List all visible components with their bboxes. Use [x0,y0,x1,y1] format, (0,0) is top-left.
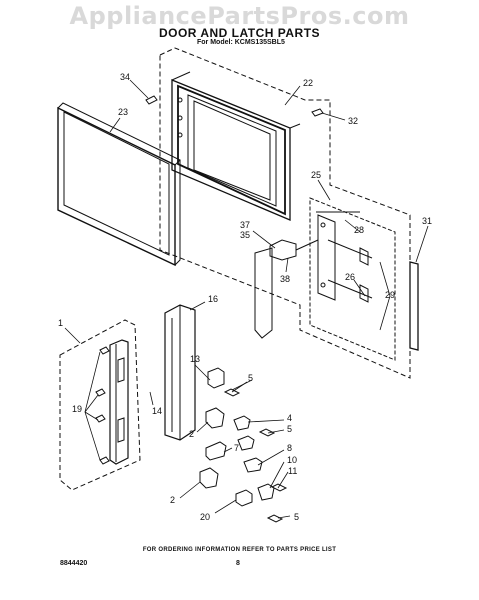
callout-26: 26 [345,272,355,282]
callout-1: 1 [58,318,63,328]
callout-8: 8 [287,443,292,453]
hinge-bracket-part [109,339,129,465]
latch-lever-part [254,239,319,339]
door-panel-part [57,102,181,267]
callout-19: 19 [72,404,82,414]
model-number: For Model: KCMS135SBL5 [197,39,285,46]
callout-29: 29 [385,290,395,300]
document-code: 8844420 [60,560,88,567]
group-boundary-door [159,47,411,379]
callout-4: 4 [287,413,292,423]
callout-14: 14 [152,406,162,416]
callout-25: 25 [311,170,321,180]
callout-34: 34 [120,72,130,82]
vertical-bar-part [164,304,196,441]
callout-38: 38 [280,274,290,284]
callout-16: 16 [208,294,218,304]
page-title: DOOR AND LATCH PARTS [158,26,321,40]
screw-set-19 [95,346,110,465]
callout-35: 35 [240,230,250,240]
callout-31: 31 [422,216,432,226]
callout-20: 20 [200,512,210,522]
callout-2b: 2 [170,495,175,505]
ordering-note: FOR ORDERING INFORMATION REFER TO PARTS … [142,547,337,553]
callout-32: 32 [348,116,358,126]
door-frame-part [171,71,301,221]
side-strip-part [409,261,419,351]
small-parts [199,367,288,523]
screw-34 [145,95,158,105]
callout-13: 13 [190,354,200,364]
callout-10: 10 [287,455,297,465]
page-number: 8 [236,560,240,567]
leader-lines [64,79,429,519]
callout-23: 23 [118,107,128,117]
callout-5a: 5 [248,373,253,383]
screw-32 [311,108,324,117]
callout-37: 37 [240,220,250,230]
callout-2a: 2 [189,429,194,439]
callout-11: 11 [288,466,297,476]
callout-22: 22 [303,78,313,88]
watermark-logo: AppliancePartsPros.com [69,2,410,30]
callout-28: 28 [354,225,364,235]
group-boundary-hinge [59,319,141,491]
callout-7: 7 [234,443,239,453]
callout-5c: 5 [294,512,299,522]
callout-5b: 5 [287,424,292,434]
